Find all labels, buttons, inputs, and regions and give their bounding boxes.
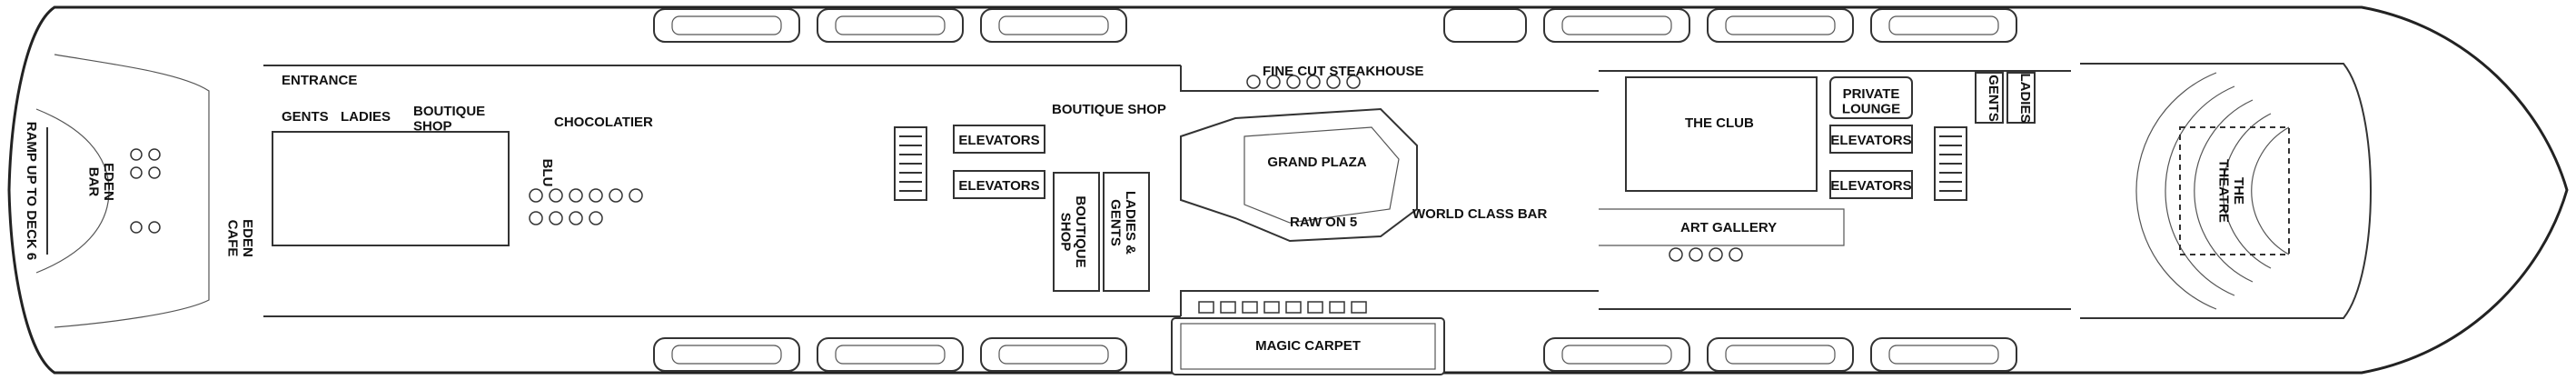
label-the-theatre: THETHEATRE <box>2216 159 2247 223</box>
stair-fwd <box>1934 126 1967 201</box>
stern-seating-area <box>54 54 210 328</box>
label-eden-bar: EDENBAR <box>86 163 117 201</box>
label-boutique-shop-vertical: BOUTIQUESHOP <box>1058 195 1089 267</box>
label-magic-carpet: MAGIC CARPET <box>1255 338 1361 354</box>
label-ladies-fwd: LADIES <box>2017 73 2033 123</box>
label-ladies-gents: LADIES &GENTS <box>1108 191 1139 255</box>
elevator-bank-mid-top[interactable] <box>953 125 1045 154</box>
label-eden-cafe: EDENCAFE <box>225 219 256 257</box>
label-raw-on-5: RAW ON 5 <box>1290 215 1357 230</box>
label-the-club: THE CLUB <box>1685 115 1754 131</box>
ladies-gents-room[interactable] <box>1103 172 1150 292</box>
lifeboats-top <box>653 8 2017 43</box>
private-lounge-room[interactable] <box>1829 76 1913 119</box>
boutique-shop-vertical-room[interactable] <box>1053 172 1100 292</box>
ladies-fwd-room[interactable] <box>2006 72 2036 124</box>
gents-fwd-room[interactable] <box>1975 72 2004 124</box>
stern-cafe-arc <box>35 108 110 274</box>
label-entrance: ENTRANCE <box>282 73 357 88</box>
label-fine-cut: FINE CUT STEAKHOUSE <box>1263 64 1424 79</box>
label-elevators-4: ELEVATORS <box>1830 178 1911 194</box>
lifeboats-bottom <box>653 337 2017 372</box>
label-elevators-1: ELEVATORS <box>958 133 1039 148</box>
label-ladies-aft: LADIES <box>341 109 391 125</box>
label-world-class-bar: WORLD CLASS BAR <box>1412 206 1547 222</box>
label-chocolatier: CHOCOLATIER <box>554 115 653 130</box>
label-gents-aft: GENTS <box>282 109 329 125</box>
elevator-bank-fwd-bottom[interactable] <box>1829 170 1913 199</box>
grand-plaza-inner <box>1243 126 1400 224</box>
label-elevators-2: ELEVATORS <box>958 178 1039 194</box>
magic-carpet-platform[interactable] <box>1171 317 1445 375</box>
grand-plaza-area[interactable] <box>1180 107 1418 243</box>
elevator-bank-mid-bottom[interactable] <box>953 170 1045 199</box>
label-blu: BLU <box>540 159 555 187</box>
label-gents-fwd: GENTS <box>1986 75 2001 122</box>
label-boutique-shop-mid: BOUTIQUE SHOP <box>1052 102 1166 117</box>
dining-tables <box>130 75 1743 262</box>
label-art-gallery: ART GALLERY <box>1680 220 1777 235</box>
label-grand-plaza: GRAND PLAZA <box>1267 155 1366 170</box>
art-gallery-room[interactable] <box>1599 208 1845 246</box>
ship-hull <box>7 5 2569 375</box>
theatre-seating <box>2135 72 2290 310</box>
label-ramp: RAMP UP TO DECK 6 <box>24 122 39 261</box>
theatre-outline <box>2080 63 2372 319</box>
elevator-bank-fwd-top[interactable] <box>1829 125 1913 154</box>
corridor-wall-bottom <box>263 290 2071 317</box>
label-elevators-3: ELEVATORS <box>1830 133 1911 148</box>
corridor-wall-top <box>263 65 2071 92</box>
theatre-stage[interactable] <box>2179 126 2290 255</box>
stern-lobby <box>272 131 510 246</box>
stair-mid <box>894 126 927 201</box>
the-club-room[interactable] <box>1625 76 1818 192</box>
magic-carpet-tables <box>1198 301 1367 314</box>
